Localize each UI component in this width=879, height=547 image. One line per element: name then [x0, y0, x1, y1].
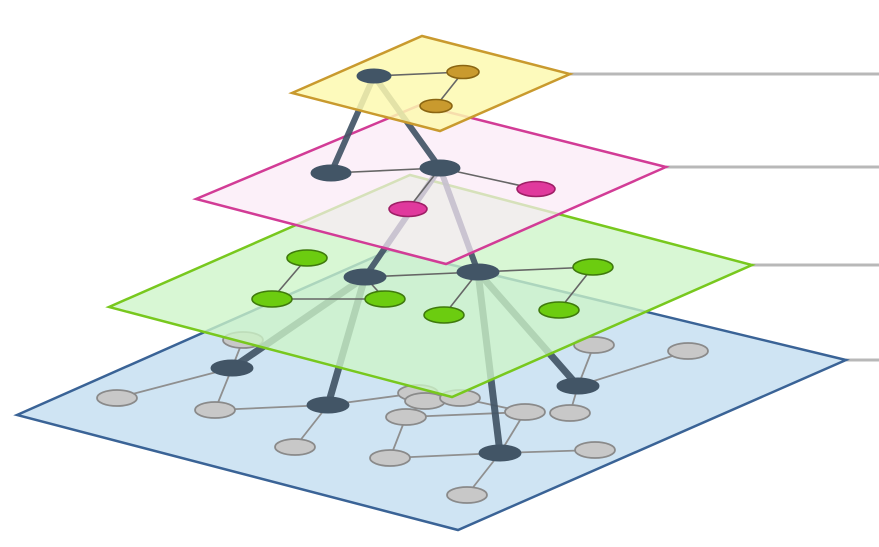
layer-green-hierarchy-nodes	[343, 263, 500, 286]
green-hub-node	[456, 263, 500, 281]
blue-node	[549, 404, 591, 422]
blue-node	[446, 486, 488, 504]
blue-node	[667, 342, 709, 360]
green-node	[364, 290, 406, 308]
layer-blue-hierarchy-nodes	[210, 359, 600, 462]
pink-hub-node	[310, 164, 352, 182]
layer-green-nodes	[251, 249, 614, 324]
green-node	[538, 301, 580, 319]
layer-green	[105, 173, 756, 399]
blue-node	[574, 441, 616, 459]
blue-hub-node	[306, 396, 350, 414]
green-node	[423, 306, 465, 324]
layer-yellow	[288, 34, 574, 133]
blue-node	[369, 449, 411, 467]
leader-lines	[570, 72, 879, 362]
pink-hub-node	[419, 159, 461, 177]
green-node	[286, 249, 328, 267]
blue-node	[194, 401, 236, 419]
blue-node	[274, 438, 316, 456]
layer-pink-nodes	[388, 180, 556, 218]
green-node	[251, 290, 293, 308]
yellow-hub-node	[356, 68, 392, 84]
pink-node	[388, 200, 428, 218]
blue-node	[404, 392, 446, 410]
blue-hub-node	[556, 377, 600, 395]
layer-blue-nodes	[96, 331, 709, 504]
layer-yellow-nodes	[419, 64, 480, 114]
blue-node	[385, 408, 427, 426]
blue-node	[504, 403, 546, 421]
green-node	[572, 258, 614, 276]
blue-hub-node	[478, 444, 522, 462]
layer-yellow-plane	[288, 34, 574, 133]
green-hub-node	[343, 268, 387, 286]
yellow-node	[446, 64, 480, 80]
yellow-node	[419, 98, 453, 114]
layer-pink-hierarchy-nodes	[310, 159, 461, 182]
blue-node	[96, 389, 138, 407]
pink-node	[516, 180, 556, 198]
blue-node	[573, 336, 615, 354]
blue-hub-node	[210, 359, 254, 377]
